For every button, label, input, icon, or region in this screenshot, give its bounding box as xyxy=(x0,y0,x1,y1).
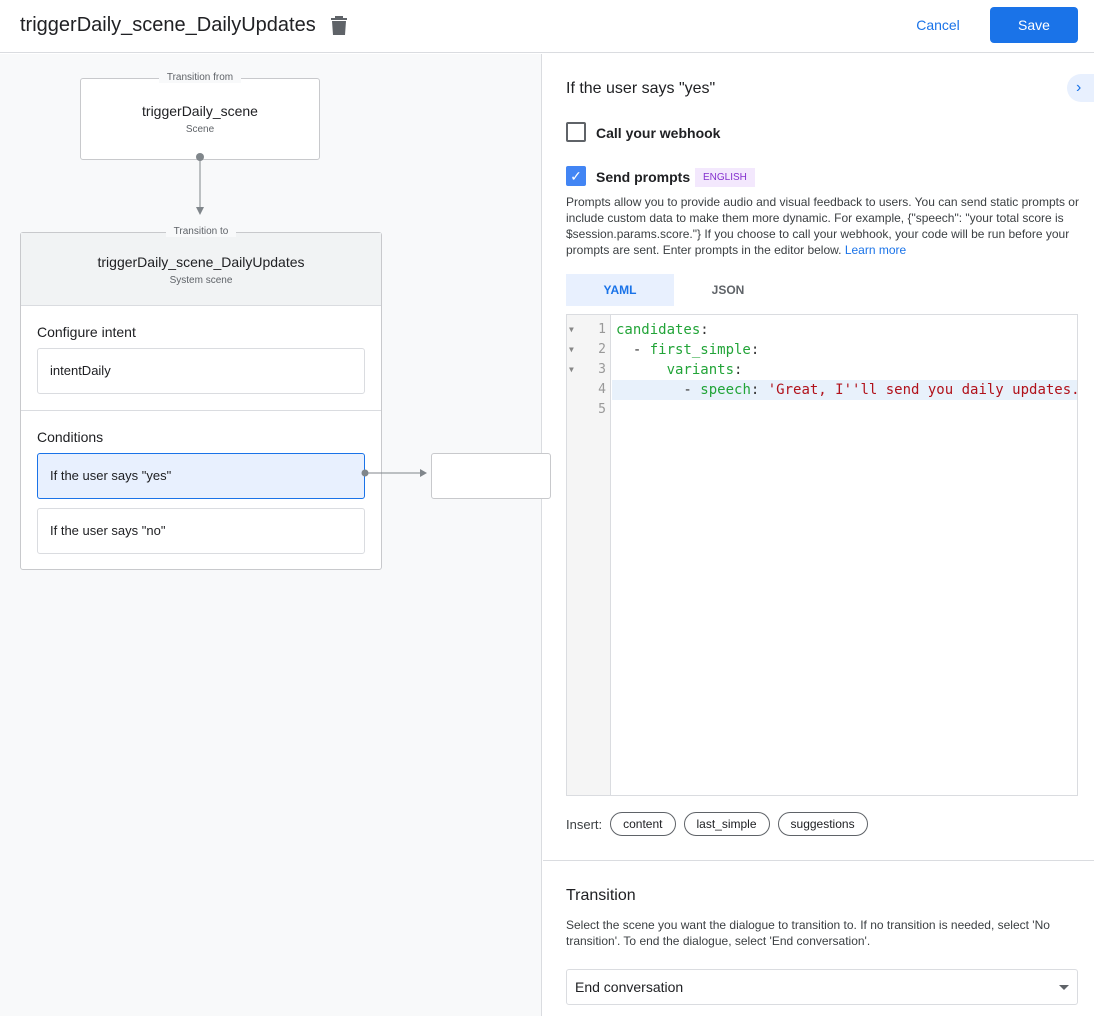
collapse-panel-chevron-icon[interactable]: › xyxy=(1067,74,1094,102)
insert-bar: Insert: content last_simple suggestions xyxy=(566,812,868,836)
line-number-text: 3 xyxy=(598,362,606,377)
code-token: - xyxy=(616,342,650,358)
format-tabs: YAML JSON xyxy=(566,274,782,306)
line-number-text: 2 xyxy=(598,342,606,357)
scene-name: triggerDaily_scene_DailyUpdates xyxy=(97,254,305,270)
code-line: variants: xyxy=(612,360,1077,380)
cancel-button[interactable]: Cancel xyxy=(902,8,974,42)
learn-more-link[interactable]: Learn more xyxy=(844,243,907,257)
transition-select[interactable]: End conversation xyxy=(566,969,1078,1005)
tab-yaml[interactable]: YAML xyxy=(566,274,674,306)
code-token: candidates xyxy=(616,322,701,338)
flow-canvas: Transition from triggerDaily_scene Scene… xyxy=(0,54,551,1016)
transition-to-node: Transition to triggerDaily_scene_DailyUp… xyxy=(20,226,382,570)
insert-chip-last-simple[interactable]: last_simple xyxy=(683,812,770,836)
configure-intent-title: Configure intent xyxy=(37,324,136,340)
code-token: : xyxy=(750,382,768,398)
code-line xyxy=(612,400,1077,420)
code-line: - first_simple: xyxy=(612,340,1077,360)
fold-icon[interactable]: ▼ xyxy=(569,345,574,354)
line-number-text: 5 xyxy=(598,402,606,417)
code-token: first_simple xyxy=(649,342,751,358)
code-token xyxy=(616,362,667,378)
line-number: ▼3 xyxy=(567,360,610,380)
description-text: Prompts allow you to provide audio and v… xyxy=(566,195,1079,257)
line-number: 4 xyxy=(567,380,610,400)
transition-title: Transition xyxy=(566,887,636,904)
code-lines[interactable]: candidates: - first_simple: variants: - … xyxy=(612,320,1077,420)
title-row: triggerDaily_scene_DailyUpdates xyxy=(20,13,348,37)
code-line: - speech: 'Great, I''ll send you daily u… xyxy=(612,380,1077,400)
code-token: : xyxy=(700,322,709,338)
intent-item[interactable]: intentDaily xyxy=(37,348,365,394)
scene-type: System scene xyxy=(169,275,233,286)
language-badge: ENGLISH xyxy=(695,168,755,187)
send-prompts-label: Send prompts xyxy=(596,169,691,185)
condition-no[interactable]: If the user says "no" xyxy=(37,508,365,554)
code-token: : xyxy=(734,362,743,378)
condition-yes[interactable]: If the user says "yes" xyxy=(37,453,365,499)
target-node-empty[interactable] xyxy=(431,453,551,499)
line-number-text: 4 xyxy=(598,382,606,397)
insert-chip-suggestions[interactable]: suggestions xyxy=(777,812,868,836)
insert-chip-content[interactable]: content xyxy=(610,812,676,836)
scene-name: triggerDaily_scene xyxy=(142,103,258,119)
tab-json[interactable]: JSON xyxy=(711,283,745,297)
code-token: 'Great, I''ll send you daily updates.' xyxy=(767,382,1077,398)
header: triggerDaily_scene_DailyUpdates Cancel S… xyxy=(0,0,1094,53)
trash-icon[interactable] xyxy=(330,15,348,35)
insert-label: Insert: xyxy=(566,816,603,832)
divider xyxy=(543,860,1094,861)
code-line: candidates: xyxy=(612,320,1077,340)
conditions-title: Conditions xyxy=(37,429,104,445)
line-number: ▼2 xyxy=(567,340,610,360)
legend: Transition to xyxy=(165,226,237,237)
connector-arrow xyxy=(196,153,204,215)
line-number: ▼1 xyxy=(567,320,610,340)
line-number-text: 1 xyxy=(598,322,606,337)
code-token: variants xyxy=(666,362,735,378)
legend: Transition from xyxy=(158,72,242,83)
detail-panel: If the user says "yes" Call your webhook… xyxy=(543,54,1094,1016)
webhook-checkbox[interactable] xyxy=(566,122,586,142)
send-prompts-checkbox[interactable]: ✓ xyxy=(566,166,586,186)
transition-description: Select the scene you want the dialogue t… xyxy=(566,918,1050,948)
scene-type: Scene xyxy=(185,124,215,135)
prompts-description: Prompts allow you to provide audio and v… xyxy=(566,194,1086,258)
line-number: 5 xyxy=(567,400,610,420)
save-button[interactable]: Save xyxy=(990,7,1078,43)
page-title: triggerDaily_scene_DailyUpdates xyxy=(20,14,316,36)
panel-title: If the user says "yes" xyxy=(566,80,716,97)
dropdown-caret-icon xyxy=(1059,985,1069,990)
webhook-label: Call your webhook xyxy=(596,125,721,141)
transition-value: End conversation xyxy=(575,979,684,995)
code-token: : xyxy=(750,342,760,358)
transition-from-node[interactable]: Transition from triggerDaily_scene Scene xyxy=(80,72,320,160)
condition-connector xyxy=(361,469,427,477)
code-token: speech xyxy=(700,382,751,398)
fold-icon[interactable]: ▼ xyxy=(569,325,574,334)
code-token: - xyxy=(616,382,701,398)
fold-icon[interactable]: ▼ xyxy=(569,365,574,374)
